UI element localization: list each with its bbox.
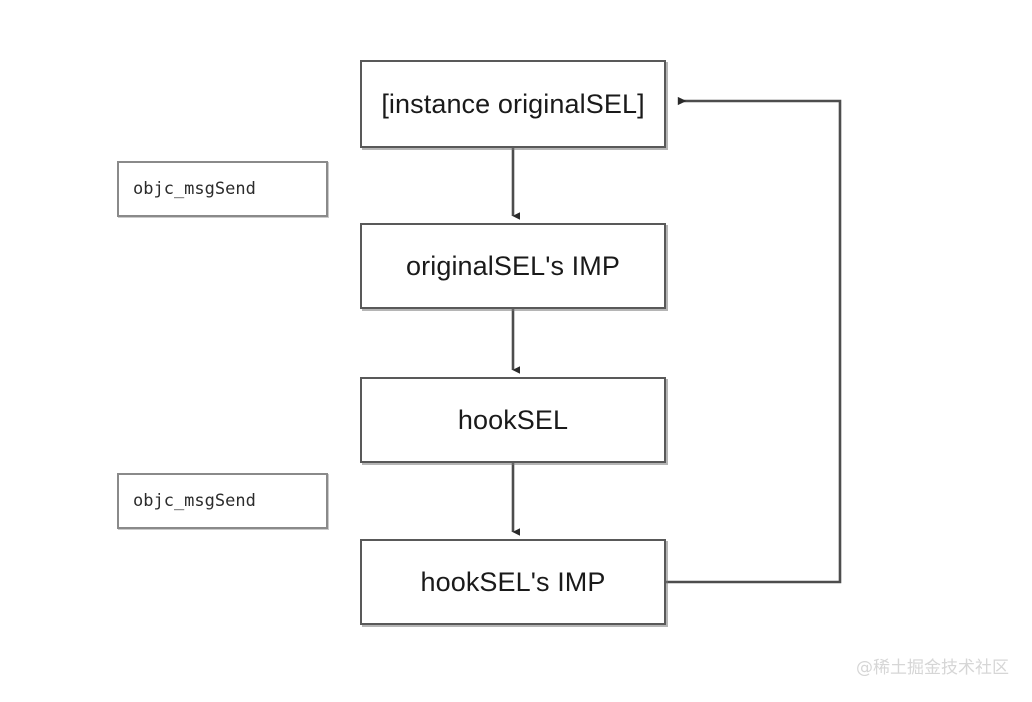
node-label-hook-sel-imp: hookSEL's IMP [420,566,606,597]
node-hook-sel[interactable]: hookSEL [360,377,666,463]
node-label-original-sel-imp: originalSEL's IMP [406,250,620,281]
node-objc-msgsend-top[interactable]: objc_msgSend [117,161,328,217]
node-hook-sel-imp[interactable]: hookSEL's IMP [360,539,666,625]
node-original-sel-imp[interactable]: originalSEL's IMP [360,223,666,309]
watermark: @稀土掘金技术社区 [856,658,1009,678]
node-label-instance-original-sel: [instance originalSEL] [381,88,645,119]
node-objc-msgsend-bottom[interactable]: objc_msgSend [117,473,328,529]
arrow-hooksel-imp-feedback [666,96,842,584]
node-label-hook-sel: hookSEL [457,404,569,435]
node-label-objc-msgsend-bottom: objc_msgSend [133,490,256,511]
node-label-objc-msgsend-top: objc_msgSend [133,178,256,199]
node-instance-original-sel[interactable]: [instance originalSEL] [360,60,666,148]
